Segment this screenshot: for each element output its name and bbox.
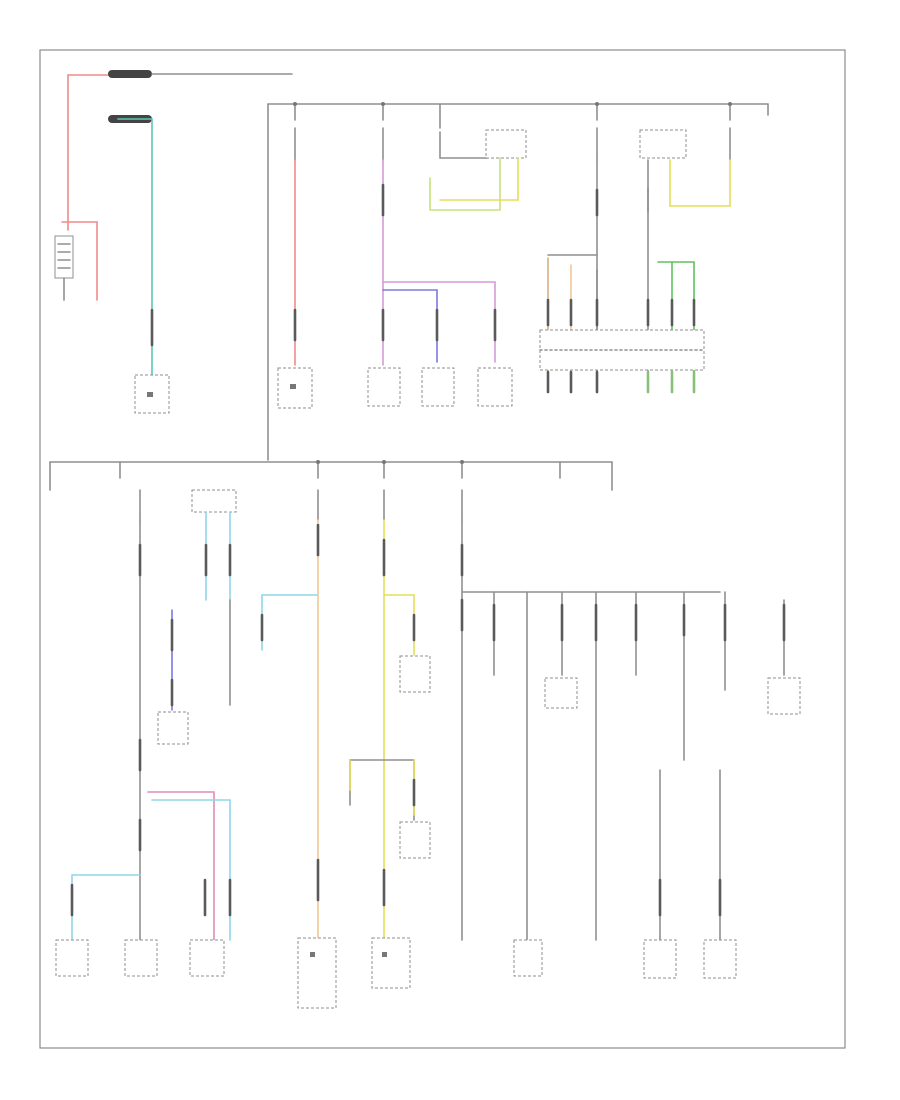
lower-right-columns <box>460 519 801 979</box>
red-branch <box>277 159 313 409</box>
lower-light-blue <box>204 511 319 706</box>
lower-fuse-bus <box>49 460 613 521</box>
yellow-green-branch <box>429 157 731 211</box>
battery-section <box>54 70 293 414</box>
relay-box-top-right <box>639 129 687 159</box>
relay-box-top <box>485 129 527 159</box>
diagram-border <box>39 49 846 1049</box>
upper-fuse-bus <box>267 102 769 461</box>
cluster-connector <box>539 159 705 394</box>
lower-yellow-column <box>349 519 431 989</box>
lower-left-column <box>70 519 232 977</box>
bottom-left-components <box>55 939 225 977</box>
battery-symbol <box>54 235 74 279</box>
lower-orange-column <box>297 519 337 1009</box>
magenta-branch <box>367 159 513 407</box>
